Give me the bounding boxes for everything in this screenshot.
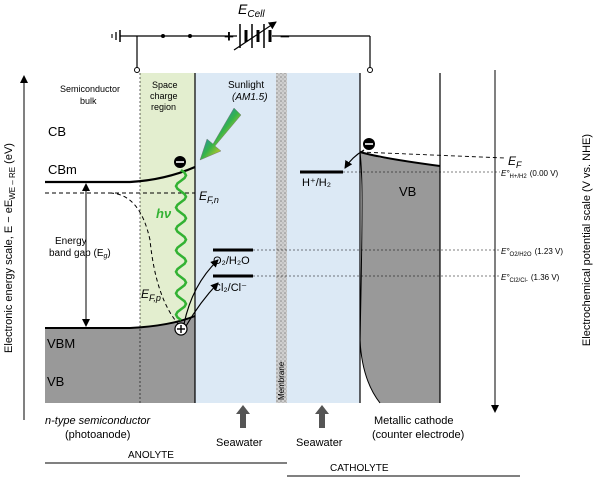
semiconductor-type-label: n-type semiconductor bbox=[45, 415, 151, 427]
quasi-fermi-p-curve bbox=[109, 192, 181, 327]
cathode-label: Metallic cathode bbox=[374, 415, 454, 427]
sunlight-label: Sunlight bbox=[228, 80, 264, 91]
bulk-label: Semiconductor bbox=[60, 84, 120, 94]
seawater-arrow-icon-2 bbox=[315, 405, 329, 428]
gap-label: Energy bbox=[55, 236, 87, 247]
semiconductor-type-label-2: (photoanode) bbox=[65, 429, 130, 441]
seawater-arrow-icon bbox=[236, 405, 250, 428]
sunlight-arrow-icon bbox=[199, 107, 242, 161]
efn-label: EF,n bbox=[199, 189, 219, 205]
gap-label-2: band gap (Eg) bbox=[49, 248, 111, 260]
membrane bbox=[276, 73, 287, 403]
semiconductor-valence-band bbox=[45, 316, 195, 403]
cell-label: ECell bbox=[238, 1, 265, 20]
photon-wave bbox=[174, 169, 188, 321]
efp-label: EF,p bbox=[141, 287, 161, 303]
catholyte-label: CATHOLYTE bbox=[330, 463, 389, 474]
electron-transfer-arrow bbox=[344, 149, 365, 169]
scr-label-2: charge bbox=[150, 91, 178, 101]
hole-transfer-cl2-arrow bbox=[185, 282, 219, 327]
vbm-band-bending bbox=[129, 315, 196, 329]
cathode-fermi-line bbox=[359, 151, 506, 159]
potential-o2: E°O2/H2O(1.23 V) bbox=[501, 247, 563, 258]
energy-axis-label: Electronic energy scale, E − eEWE – RE (… bbox=[3, 143, 17, 353]
minus-sign: − bbox=[280, 27, 290, 46]
potential-h: E°H+/H2(0.00 V) bbox=[501, 169, 559, 180]
battery-icon bbox=[233, 21, 277, 51]
scr-label: Space bbox=[152, 80, 178, 90]
o2-h2o-label: O₂/H₂O bbox=[213, 255, 250, 267]
sunlight-label-2: (AM1.5) bbox=[232, 92, 268, 103]
vb-label: VB bbox=[47, 374, 64, 389]
cl2-cl-label: Cl₂/Cl⁻ bbox=[213, 282, 247, 294]
hole-transfer-o2-arrow bbox=[183, 259, 219, 325]
potential-cl2: E°Cl2/Cl-(1.36 V) bbox=[501, 273, 560, 284]
cbm-band-bending bbox=[129, 165, 196, 184]
potential-axis-label: Electrochemical potential scale (V vs. N… bbox=[581, 134, 593, 346]
cathode-filled-band bbox=[360, 152, 440, 403]
scr-label-3: region bbox=[151, 102, 176, 112]
bulk-label-2: bulk bbox=[80, 96, 97, 106]
h-h2-label: H⁺/H₂ bbox=[302, 177, 331, 189]
cb-label: CB bbox=[48, 124, 66, 139]
plus-sign: + bbox=[224, 27, 234, 46]
cathode-vb-label: VB bbox=[399, 184, 416, 199]
external-circuit bbox=[111, 30, 373, 73]
anolyte-region bbox=[195, 73, 276, 403]
catholyte-region bbox=[287, 73, 360, 403]
hv-label: hν bbox=[156, 206, 172, 221]
seawater-label-2: Seawater bbox=[296, 437, 343, 449]
anolyte-label: ANOLYTE bbox=[128, 450, 174, 461]
vbm-label: VBM bbox=[47, 336, 75, 351]
cathode-ef-label: EF bbox=[508, 154, 522, 170]
cbm-label: CBm bbox=[48, 162, 77, 177]
membrane-label: Membrane bbox=[277, 361, 286, 400]
cathode-label-2: (counter electrode) bbox=[372, 429, 464, 441]
seawater-label-1: Seawater bbox=[216, 437, 263, 449]
